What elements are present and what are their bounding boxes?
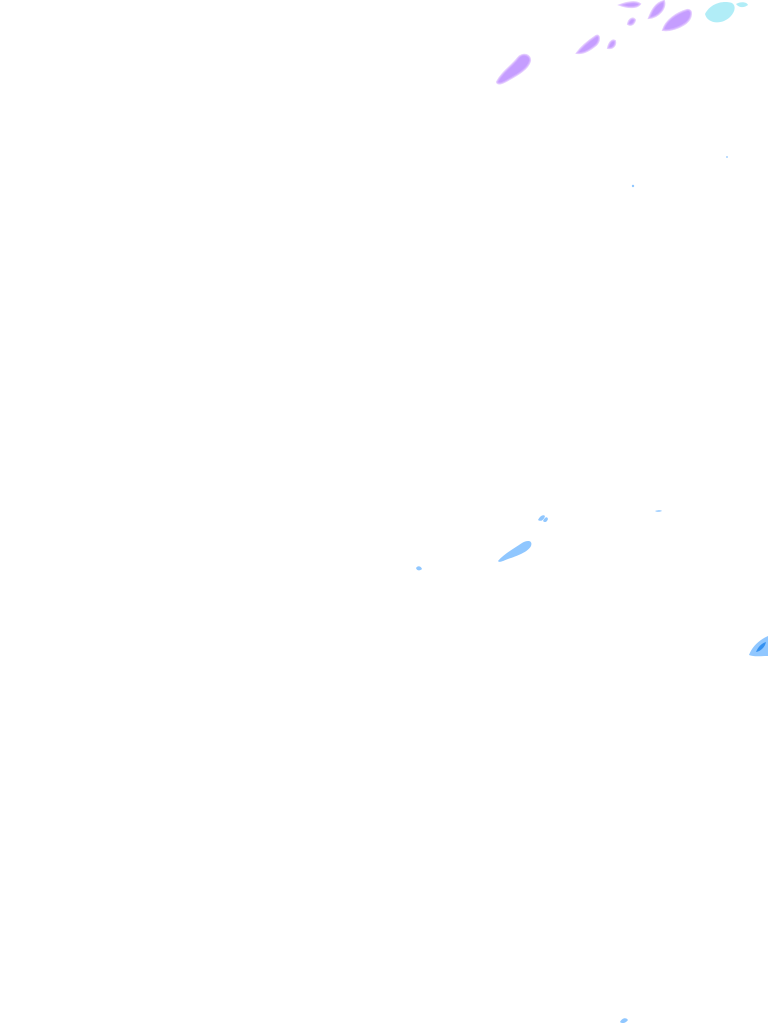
precip-cell-blue [620,1018,628,1024]
precip-cell-blue [416,566,422,571]
precip-cell-violet [647,0,666,20]
precip-cell-blue [543,517,548,523]
precip-speck [726,156,728,158]
precip-cell-blue-strong [749,636,768,657]
precip-cell-violet [617,1,642,9]
precip-cell-violet [626,17,637,26]
precip-cell-blue-core [756,642,766,652]
precipitation-group-east-edge [749,636,768,657]
precip-speck [631,184,635,188]
precip-cell-violet [606,39,617,50]
precip-cell-violet [495,53,532,85]
precip-cell-blue [538,515,545,521]
precip-cell-violet [575,34,600,55]
precip-cell-blue [655,510,662,512]
precipitation-group-northeast [495,0,748,188]
precip-cell-cyan [736,2,748,8]
precip-cell-cyan [705,2,735,23]
precipitation-group-central [416,510,662,571]
precip-cell-violet [661,8,692,32]
precip-cell-blue [498,541,532,562]
precipitation-group-south [620,1018,628,1024]
